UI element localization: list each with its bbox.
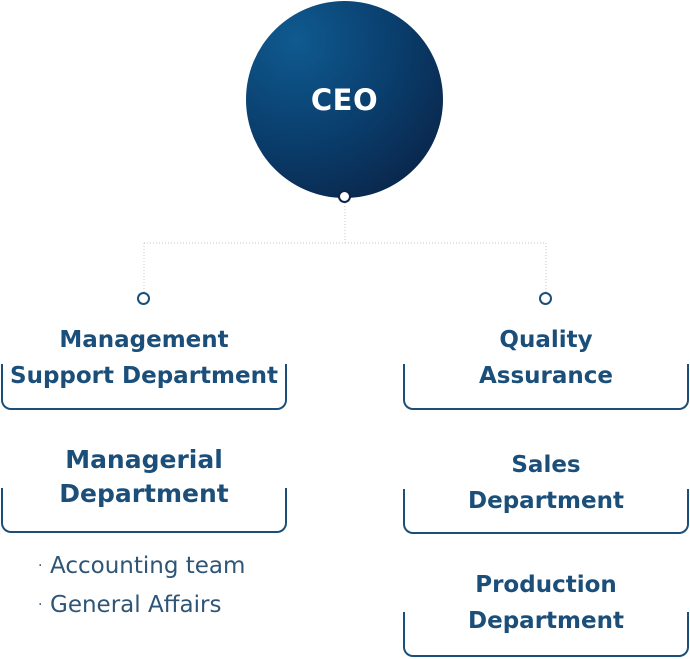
team-label: General Affairs — [50, 592, 222, 618]
dept-bracket — [1, 488, 287, 533]
dept-sales: Sales Department — [403, 445, 689, 537]
ceo-node: CEO — [246, 1, 443, 198]
bullet-icon: · — [38, 558, 43, 574]
ceo-label: CEO — [310, 82, 379, 117]
ceo-connector-dot — [338, 190, 351, 203]
dept-bracket — [403, 364, 689, 410]
dept-bracket — [1, 364, 287, 410]
dept-label: Managerial Department — [59, 445, 229, 508]
dept-managerial: Managerial Department — [1, 443, 287, 535]
team-item-general-affairs: · General Affairs — [38, 586, 245, 625]
managerial-team-list: · Accounting team · General Affairs — [38, 547, 245, 625]
dept-label: Production Department — [468, 572, 624, 634]
dept-bracket — [403, 489, 689, 534]
dept-label: Sales Department — [468, 452, 624, 514]
dept-quality-assurance: Quality Assurance — [403, 320, 689, 412]
team-label: Accounting team — [50, 553, 246, 579]
team-item-accounting: · Accounting team — [38, 547, 245, 586]
dept-label: Management Support Department — [10, 327, 278, 389]
dept-production: Production Department — [403, 567, 689, 659]
left-branch-dot — [137, 292, 150, 305]
dept-label: Quality Assurance — [478, 327, 614, 389]
dept-bracket — [403, 612, 689, 657]
right-branch-dot — [539, 292, 552, 305]
bullet-icon: · — [38, 597, 43, 613]
dept-management-support: Management Support Department — [1, 320, 287, 412]
